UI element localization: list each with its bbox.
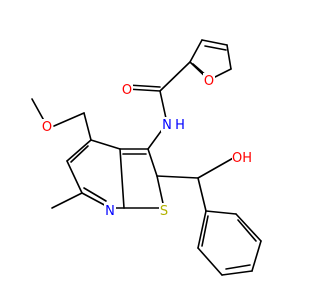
bond-1: [226, 44, 232, 70]
bond-15: [156, 175, 165, 209]
bond-19: [66, 139, 92, 162]
bond-39: [225, 264, 251, 270]
atom-n-pyridine: N: [104, 203, 116, 219]
bond-17: [119, 148, 125, 209]
bond-7: [159, 61, 191, 92]
atom-n-amide: N H: [161, 117, 186, 133]
atom-o-furan-label: O: [204, 74, 214, 89]
bond-9: [127, 84, 161, 88]
bond-14: [147, 148, 158, 177]
bond-3: [189, 39, 203, 63]
atom-o-ketone-label: O: [122, 83, 132, 98]
bond-18: [90, 139, 121, 150]
atom-n-pyridine-label: N: [105, 204, 115, 219]
bond-5: [204, 45, 227, 51]
bond-lines: [31, 39, 262, 276]
bond-26: [53, 112, 85, 127]
bond-28: [51, 192, 83, 209]
atom-s-thiophene: S: [159, 203, 170, 219]
bond-2: [201, 39, 228, 46]
bond-31: [197, 177, 207, 212]
molecule-structure-diagram: O O N H O OH N S: [31, 39, 262, 276]
bond-33: [235, 213, 262, 242]
bond-37: [197, 210, 207, 249]
atom-n-amide-hydrogen: H: [175, 118, 185, 133]
bond-23: [70, 145, 89, 163]
bond-34: [251, 240, 262, 272]
bond-30: [197, 156, 236, 179]
bond-20: [66, 160, 83, 194]
bond-40: [201, 215, 209, 247]
atom-labels: O O N H O OH N S: [41, 73, 252, 219]
atom-o-ether: O: [41, 119, 53, 135]
bond-32: [205, 210, 237, 215]
bond-36: [197, 247, 223, 276]
bond-38: [237, 219, 257, 242]
bond-35: [221, 270, 253, 276]
atom-o-hydroxyl-label: OH: [232, 151, 252, 166]
bond-25: [83, 112, 92, 141]
atom-o-ether-label: O: [42, 120, 52, 135]
atom-s-thiophene-label: S: [160, 204, 168, 219]
atom-o-hydroxyl: OH: [232, 150, 252, 166]
atom-n-amide-label: N: [162, 118, 172, 133]
bond-24: [83, 187, 107, 202]
bond-29: [156, 175, 199, 179]
atom-o-ketone: O: [121, 82, 133, 98]
atom-o-furan: O: [203, 73, 215, 89]
